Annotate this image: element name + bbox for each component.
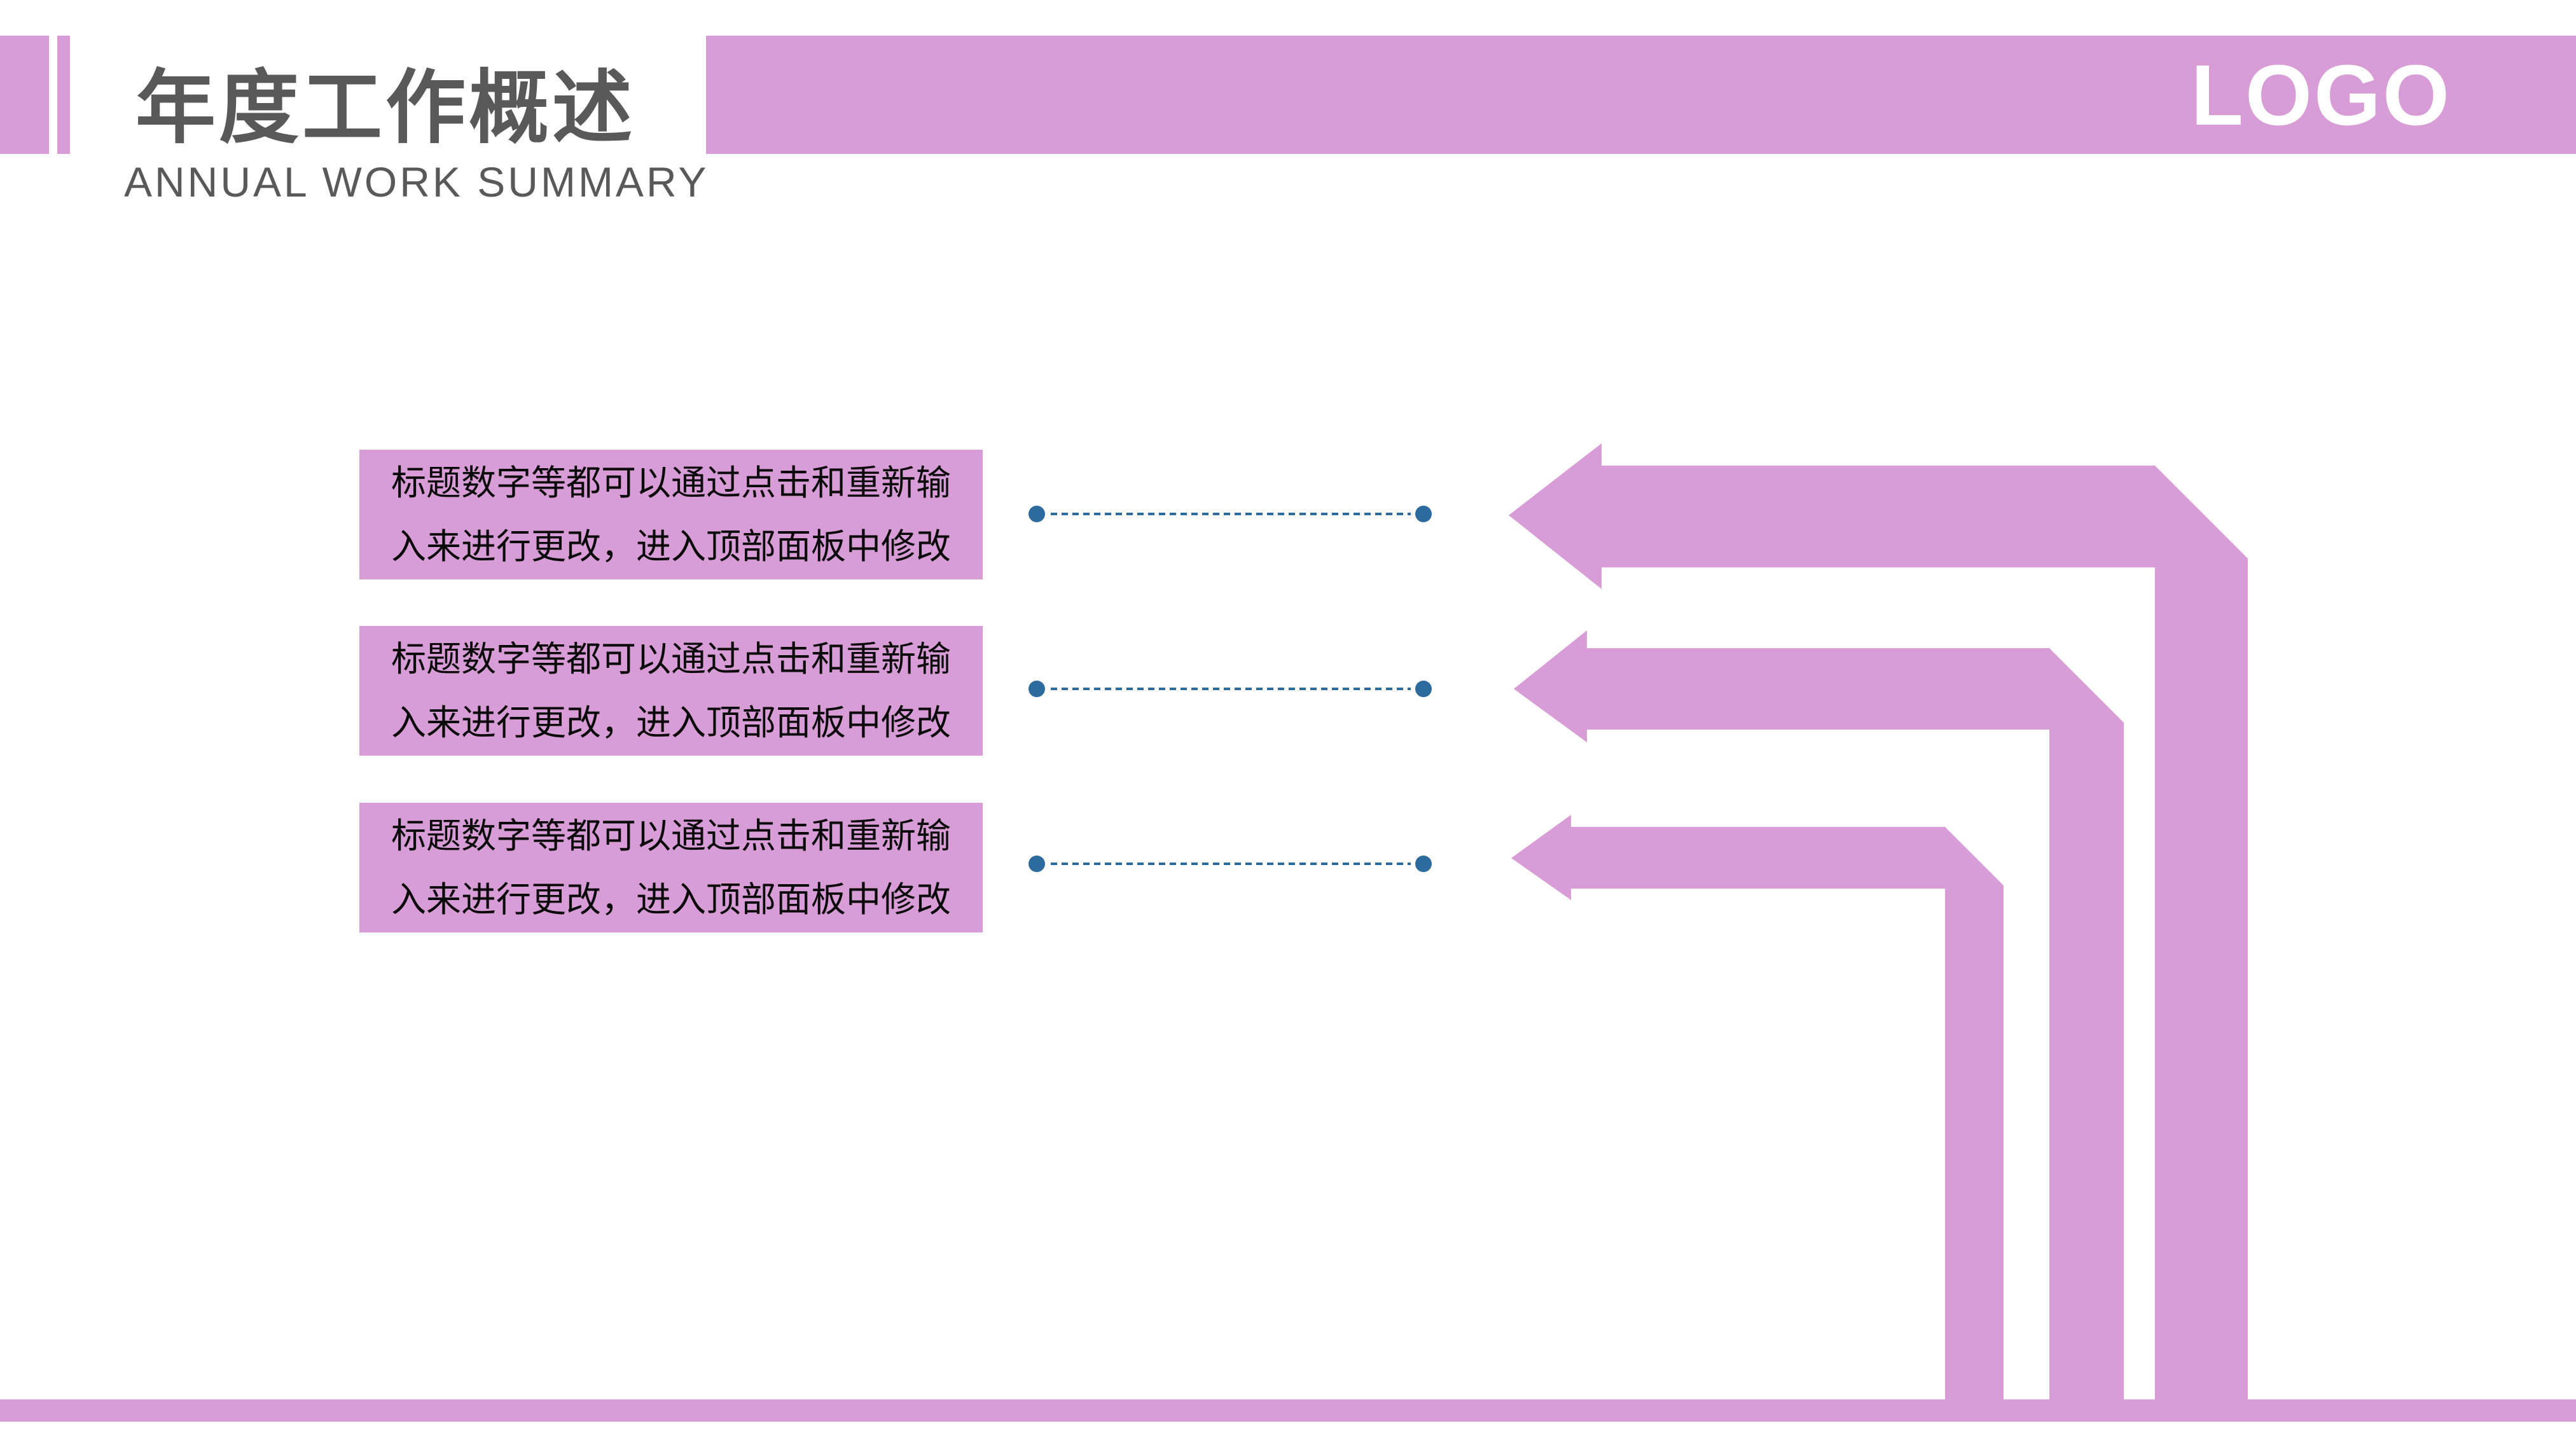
connector-1-left-dot	[1028, 506, 1045, 522]
logo-text: LOGO	[2191, 46, 2451, 143]
connector-2	[1028, 681, 1432, 697]
connector-2-right-dot	[1415, 681, 1432, 697]
note-box-3: 标题数字等都可以通过点击和重新输 入来进行更改，进入顶部面板中修改	[359, 803, 983, 932]
connector-1-right-dot	[1415, 506, 1432, 522]
connector-3-left-dot	[1028, 856, 1045, 872]
bent-arrow-2	[1514, 630, 2124, 1422]
note-box-2-line-2: 入来进行更改，进入顶部面板中修改	[391, 703, 951, 742]
connector-3-right-dot	[1415, 856, 1432, 872]
header-accent-bar	[57, 36, 70, 154]
note-box-3-line-2: 入来进行更改，进入顶部面板中修改	[391, 880, 951, 919]
note-box-2: 标题数字等都可以通过点击和重新输 入来进行更改，进入顶部面板中修改	[359, 626, 983, 756]
header-accent-block	[0, 36, 49, 154]
connector-2-left-dot	[1028, 681, 1045, 697]
note-box-3-line-1: 标题数字等都可以通过点击和重新输	[391, 816, 951, 856]
bottom-strip	[0, 1399, 2576, 1422]
page-title: 年度工作概述	[135, 63, 635, 153]
header-band: LOGO	[706, 36, 2576, 154]
note-box-1-line-2: 入来进行更改，进入顶部面板中修改	[391, 527, 951, 566]
note-box-1: 标题数字等都可以通过点击和重新输 入来进行更改，进入顶部面板中修改	[359, 450, 983, 579]
note-box-2-line-1: 标题数字等都可以通过点击和重新输	[391, 639, 951, 679]
page-subtitle: ANNUAL WORK SUMMARY	[124, 158, 709, 205]
connector-3	[1028, 856, 1432, 872]
note-box-1-line-1: 标题数字等都可以通过点击和重新输	[391, 463, 951, 503]
connector-1	[1028, 506, 1432, 522]
bent-arrow-1	[1509, 443, 2248, 1422]
bent-arrow-3	[1511, 815, 2004, 1422]
